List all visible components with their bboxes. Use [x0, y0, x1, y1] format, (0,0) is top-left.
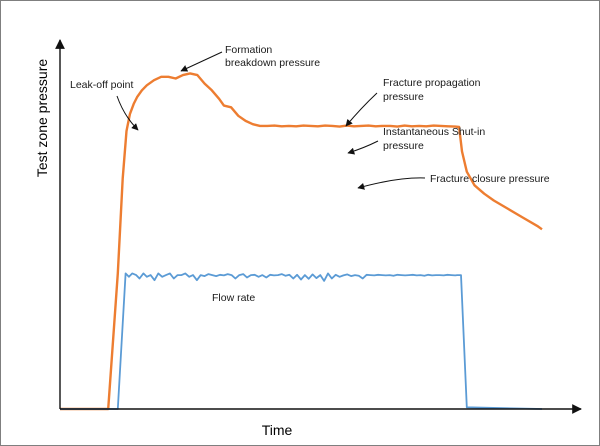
annotation-line: breakdown pressure — [225, 57, 320, 69]
annotation-line: Formation — [225, 44, 272, 56]
flow-rate-curve — [60, 272, 543, 410]
annotation-flow-rate: Flow rate — [212, 292, 255, 304]
annotation-line: Fracture closure pressure — [430, 173, 550, 185]
annotation-line: pressure — [383, 91, 424, 103]
annotation-arrow — [180, 51, 223, 72]
svg-text:Flow rate: Flow rate — [212, 292, 255, 304]
annotation-line: Instantaneous Shut-in — [383, 126, 485, 138]
annotation-arrow — [345, 92, 378, 127]
annotation-leak-off: Leak-off point — [70, 79, 139, 131]
svg-text:Fracture closure pressure: Fracture closure pressure — [430, 173, 550, 185]
svg-text:Formation breakdown pres: Formation breakdown pressure — [225, 44, 320, 69]
pressure-curve — [60, 72, 543, 411]
annotation-line: Fracture propagation — [383, 77, 481, 89]
annotation-fracture-propagation: Fracture propagation pressure — [345, 77, 483, 127]
annotation-fracture-closure: Fracture closure pressure — [357, 173, 550, 190]
svg-text:Leak-off point: Leak-off point — [70, 79, 134, 91]
annotation-arrow — [347, 140, 379, 155]
series-layer — [60, 72, 543, 411]
y-axis-title: Test zone pressure — [34, 59, 50, 177]
annotation-line: Leak-off point — [70, 79, 134, 91]
x-axis-title: Time — [262, 422, 293, 438]
svg-text:Instantaneous Shut-in pr: Instantaneous Shut-in pressure — [383, 126, 488, 152]
annotation-shut-in: Instantaneous Shut-in pressure — [347, 126, 488, 155]
annotation-line: Flow rate — [212, 292, 255, 304]
annotation-formation-breakdown: Formation breakdown pressure — [180, 44, 320, 72]
svg-text:Fracture propagation pre: Fracture propagation pressure — [383, 77, 483, 103]
annotation-arrow — [116, 95, 139, 131]
annotation-arrow — [357, 177, 426, 190]
annotation-line: pressure — [383, 140, 424, 152]
